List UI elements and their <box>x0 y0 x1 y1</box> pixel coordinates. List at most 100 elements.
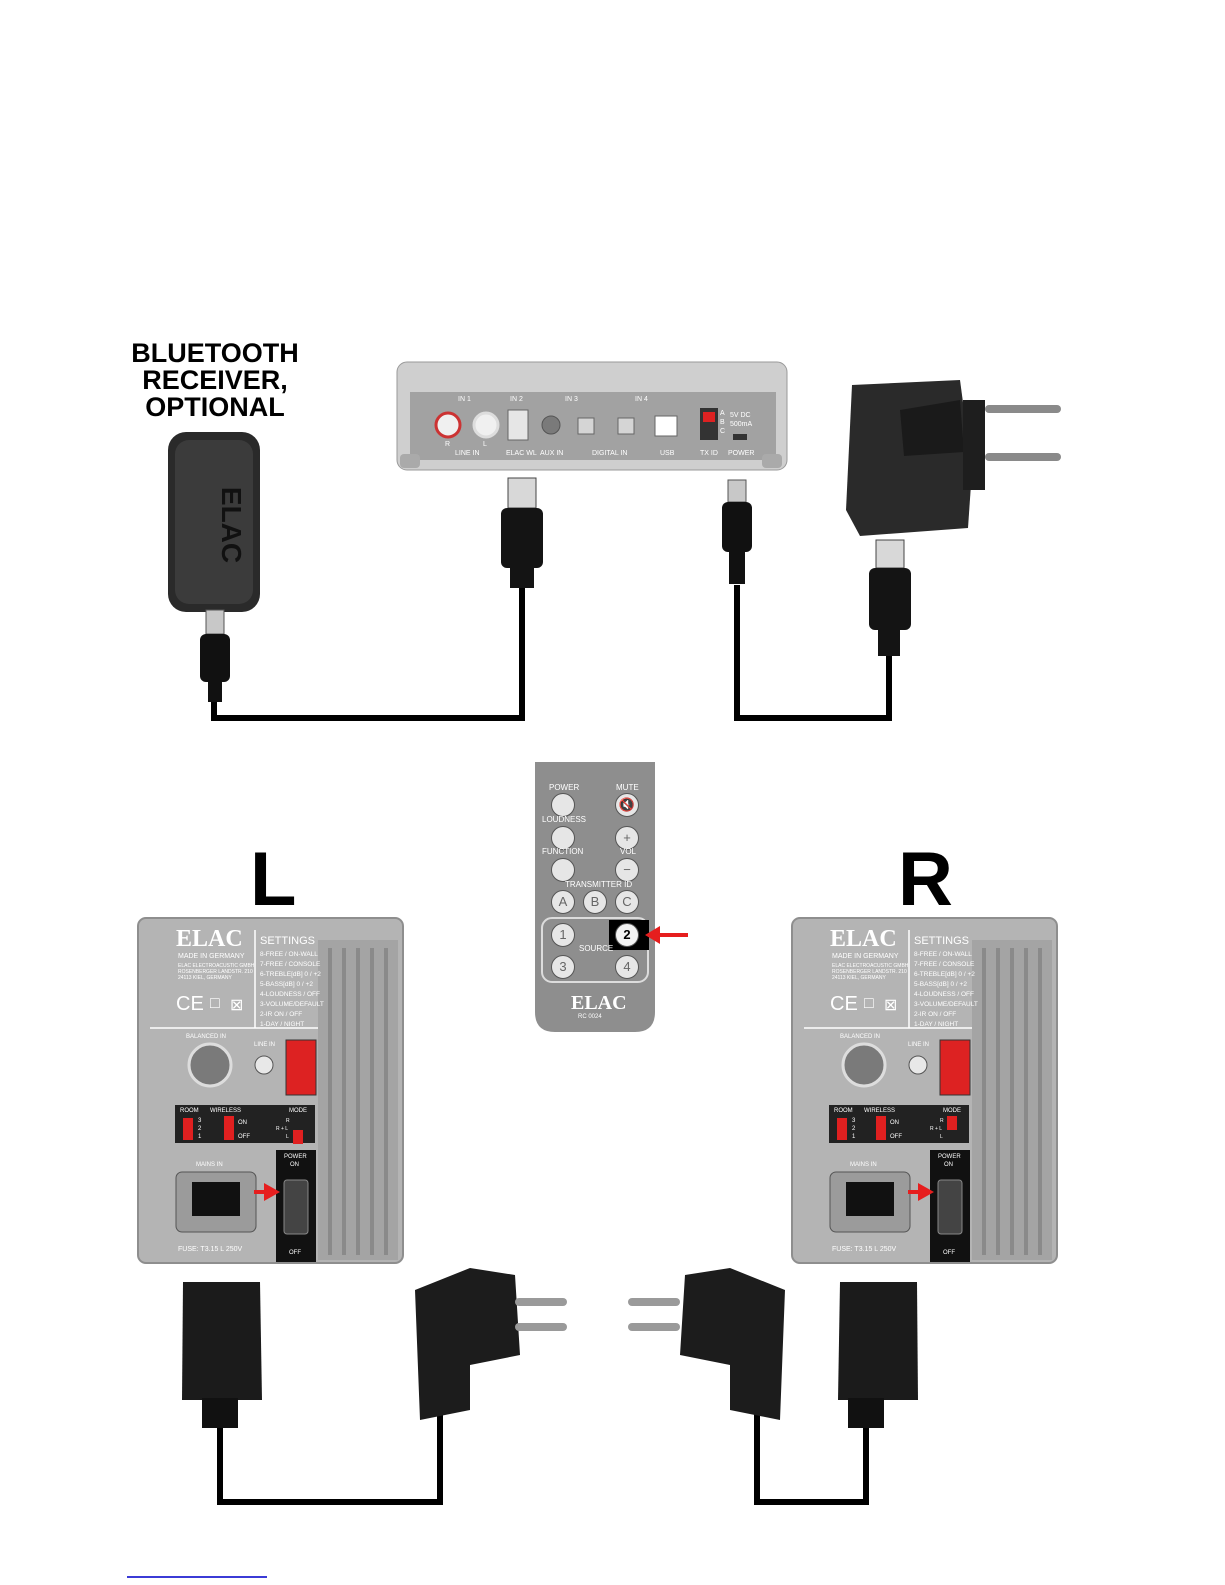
left-speaker-address-3: 24113 KIEL, GERMANY <box>178 975 232 981</box>
left-setting-5: 5-BASS[dB] 0 / +2 <box>260 981 313 988</box>
left-mode-label: MODE <box>289 1108 307 1114</box>
hub-label-in1: IN 1 <box>458 396 471 403</box>
left-speaker-address-2: ROSENBERGER LANDSTR. 210 <box>178 969 253 975</box>
left-setting-6: 6-TREBLE[dB] 0 / +2 <box>260 971 321 978</box>
hub-label-aux-in: AUX IN <box>540 450 564 457</box>
right-mode-label: MODE <box>943 1108 961 1114</box>
hub-txid-a: A <box>720 410 725 417</box>
right-setting-4: 4-LOUDNESS / OFF <box>914 991 974 998</box>
right-room-pos-3: 3 <box>852 1118 856 1124</box>
left-line-in-label: LINE IN <box>254 1042 276 1048</box>
right-speaker-address-2: ROSENBERGER LANDSTR. 210 <box>832 969 907 975</box>
right-off-label: OFF <box>943 1250 955 1256</box>
hub-label-usb: USB <box>660 450 675 457</box>
right-mains-cable <box>754 1400 869 1505</box>
left-mode-rl: R + L <box>276 1126 289 1132</box>
remote-model: RC 0024 <box>578 1014 602 1020</box>
right-power-label-2: ON <box>944 1162 953 1168</box>
dongle-logo: ELAC <box>216 487 247 563</box>
left-wireless-label: WIRELESS <box>210 1108 242 1114</box>
left-speaker-address-1: ELAC ELECTROACUSTIC GMBH <box>178 963 255 969</box>
usb-power-adapter <box>846 380 1061 656</box>
right-speaker-address-1: ELAC ELECTROACUSTIC GMBH <box>832 963 909 969</box>
right-speaker-logo: ELAC <box>830 926 897 952</box>
left-room-pos-2: 2 <box>198 1126 202 1132</box>
hub-label-in4: IN 4 <box>635 396 648 403</box>
right-cert-double-insulation: □ <box>864 995 874 1012</box>
hub-label-r: R <box>445 441 451 448</box>
left-cert-ce: CE <box>176 993 204 1015</box>
left-wireless-on: ON <box>238 1120 247 1126</box>
left-mains-in-label: MAINS IN <box>196 1162 223 1168</box>
right-cert-ce: CE <box>830 993 858 1015</box>
remote-source-2-button[interactable]: 2 <box>615 923 639 947</box>
remote-button-c[interactable]: C <box>615 890 639 914</box>
remote-label-transmitter-id: TRANSMITTER ID <box>565 880 633 889</box>
right-mode-l: L <box>940 1134 943 1140</box>
right-line-in-label: LINE IN <box>908 1042 930 1048</box>
right-mains-in-label: MAINS IN <box>850 1162 877 1168</box>
remote-source-1-button[interactable]: 1 <box>551 923 575 947</box>
left-setting-1: 1-DAY / NIGHT <box>260 1021 305 1028</box>
remote-mute-button[interactable]: 🔇 <box>615 793 639 817</box>
right-room-label: ROOM <box>834 1108 853 1114</box>
left-setting-8: 8-FREE / ON-WALL <box>260 951 318 958</box>
right-power-label-1: POWER <box>938 1154 961 1160</box>
right-mode-r: R <box>940 1118 944 1124</box>
remote-vol-plus-button[interactable]: + <box>615 826 639 850</box>
left-speaker-logo: ELAC <box>176 926 243 952</box>
left-balanced-in-label: BALANCED IN <box>186 1034 227 1040</box>
right-setting-3: 3-VOLUME/DEFAULT <box>914 1001 978 1008</box>
left-setting-3: 3-VOLUME/DEFAULT <box>260 1001 324 1008</box>
left-wireless-off: OFF <box>238 1134 250 1140</box>
left-speaker-made-in: MADE IN GERMANY <box>178 953 245 960</box>
hub-label-in2: IN 2 <box>510 396 523 403</box>
right-room-pos-1: 1 <box>852 1134 856 1140</box>
right-iec-connector <box>838 1282 918 1428</box>
footer-link-underline[interactable] <box>127 1576 267 1578</box>
cables <box>211 585 892 1505</box>
bluetooth-heading-line1: BLUETOOTH <box>131 338 299 368</box>
hub-txid-c: C <box>720 428 726 435</box>
right-speaker-address-3: 24113 KIEL, GERMANY <box>832 975 886 981</box>
left-cert-double-insulation: □ <box>210 995 220 1012</box>
hub-to-adapter-cable <box>734 585 892 721</box>
remote-source-3-button[interactable]: 3 <box>551 955 575 979</box>
hub-label-in3: IN 3 <box>565 396 578 403</box>
remote-vol-minus-button[interactable]: − <box>615 858 639 882</box>
remote-label-mute: MUTE <box>616 783 639 792</box>
hub-power-rating-2: 500mA <box>730 421 753 428</box>
hub-label-elac-wl: ELAC WL <box>506 450 537 457</box>
left-schuko-plug <box>415 1268 567 1420</box>
remote-logo: ELAC <box>571 992 627 1014</box>
right-wireless-on: ON <box>890 1120 899 1126</box>
mini-usb-plug-hub <box>722 479 752 584</box>
left-fuse-label: FUSE: T3.15 L 250V <box>178 1246 243 1253</box>
right-schuko-plug <box>628 1268 785 1420</box>
remote-button-b[interactable]: B <box>583 890 607 914</box>
remote-label-source: SOURCE <box>579 944 614 953</box>
remote-source-4-button[interactable]: 4 <box>615 955 639 979</box>
hub-power-rating-1: 5V DC <box>730 412 751 419</box>
left-setting-7: 7-FREE / CONSOLE <box>260 961 321 968</box>
left-mains-cable <box>217 1400 443 1505</box>
left-settings-title: SETTINGS <box>260 935 316 947</box>
usb-a-plug-hub <box>501 477 543 588</box>
left-cert-weee: ⊠ <box>230 997 244 1014</box>
bluetooth-heading-line3: OPTIONAL <box>145 392 285 422</box>
remote-loudness-button[interactable] <box>551 826 575 850</box>
right-wireless-off: OFF <box>890 1134 902 1140</box>
hub-label-txid: TX ID <box>700 450 718 457</box>
left-power-label-2: ON <box>290 1162 299 1168</box>
right-fuse-label: FUSE: T3.15 L 250V <box>832 1246 897 1253</box>
right-setting-5: 5-BASS[dB] 0 / +2 <box>914 981 967 988</box>
remote-power-button[interactable] <box>551 793 575 817</box>
bluetooth-heading: BLUETOOTH RECEIVER, OPTIONAL <box>110 340 320 421</box>
left-room-pos-3: 3 <box>198 1118 202 1124</box>
remote-function-button[interactable] <box>551 858 575 882</box>
right-setting-6: 6-TREBLE[dB] 0 / +2 <box>914 971 975 978</box>
left-setting-2: 2-IR ON / OFF <box>260 1011 303 1018</box>
hub-label-digital-in: DIGITAL IN <box>592 450 628 457</box>
remote-button-a[interactable]: A <box>551 890 575 914</box>
left-channel-label: L <box>250 837 297 922</box>
